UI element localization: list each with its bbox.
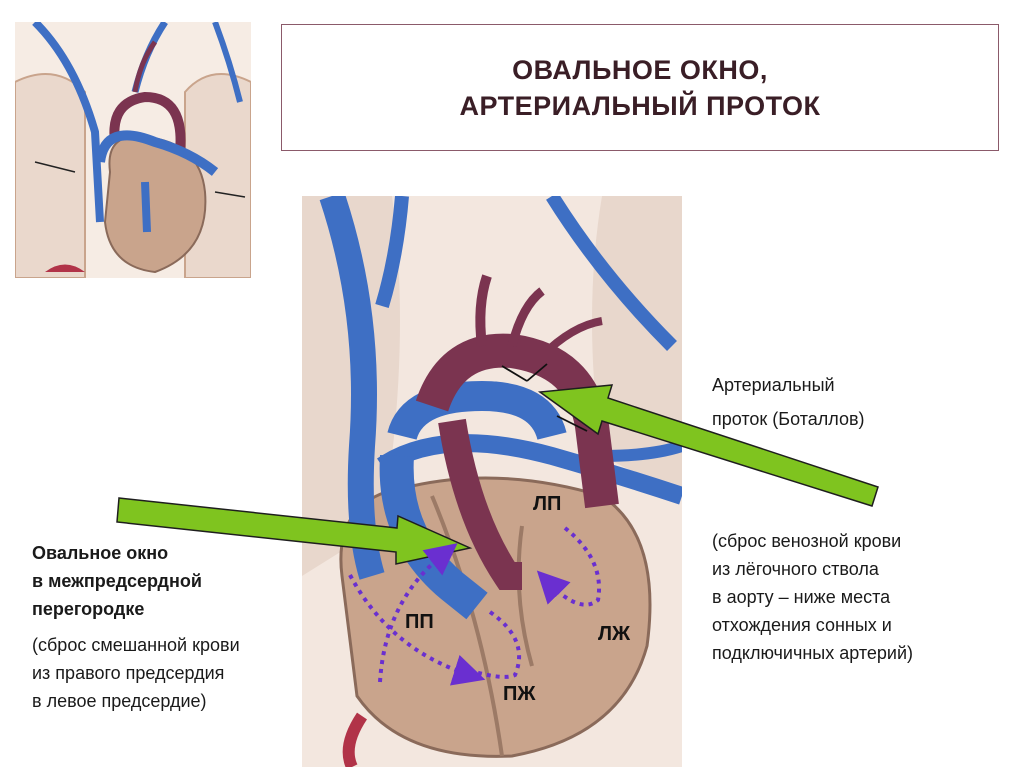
- title-box: ОВАЛЬНОЕ ОКНО, АРТЕРИАЛЬНЫЙ ПРОТОК: [281, 24, 999, 151]
- ductus-desc-line-1: (сброс венозной крови: [712, 531, 902, 551]
- title-line-2: АРТЕРИАЛЬНЫЙ ПРОТОК: [459, 90, 821, 121]
- main-heart-illustration: [302, 196, 682, 767]
- foramen-desc-line-3: в левое предсердие): [32, 691, 207, 711]
- foramen-label-line-1: Овальное окно: [32, 543, 169, 563]
- chamber-label-rv: ПЖ: [503, 683, 536, 705]
- foramen-label-line-3: перегородке: [32, 599, 145, 619]
- ductus-desc-line-3: в аорту – ниже места: [712, 587, 891, 607]
- ductus-label-line-2: проток (Боталлов): [712, 409, 865, 429]
- title-line-1: ОВАЛЬНОЕ ОКНО,: [512, 54, 768, 85]
- ductus-desc-line-4: отхождения сонных и: [712, 615, 892, 635]
- thumbnail-heart-illustration: [15, 22, 251, 278]
- foramen-desc-line-1: (сброс смешанной крови: [32, 635, 240, 655]
- chamber-label-lv: ЛЖ: [598, 623, 631, 645]
- foramen-label-line-2: в межпредсердной: [32, 571, 202, 591]
- foramen-desc-line-2: из правого предсердия: [32, 663, 225, 683]
- chamber-label-la: ЛП: [533, 493, 562, 515]
- ductus-desc-line-2: из лёгочного ствола: [712, 559, 879, 579]
- chamber-label-ra: ПП: [405, 611, 434, 633]
- ductus-desc-line-5: подключичных артерий): [712, 643, 914, 663]
- ductus-label-line-1: Артериальный: [712, 375, 835, 395]
